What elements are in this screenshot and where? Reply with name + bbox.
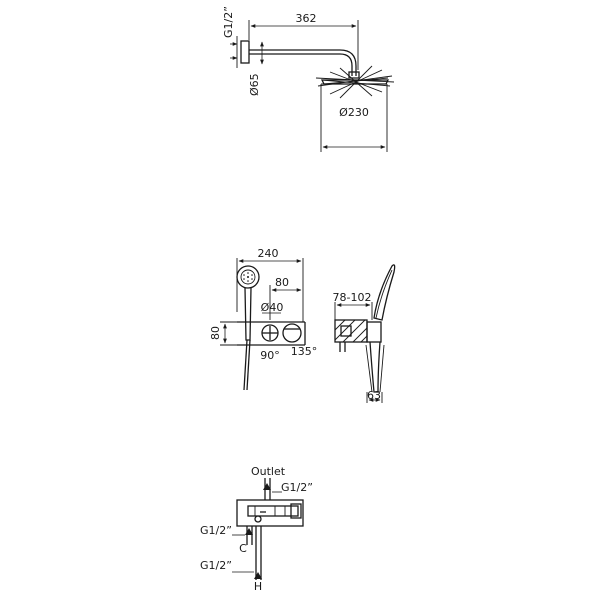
arm-length-label: 362: [296, 12, 317, 25]
mixer-side-view: 78-102 63: [333, 264, 396, 403]
hose-left: [243, 339, 248, 391]
inlet-port: [254, 515, 262, 523]
shower-arm: [249, 49, 357, 76]
mixer-front-view: 240 80 Ø40: [209, 247, 318, 391]
knob-spacing-label: 80: [275, 276, 289, 289]
hot-arrow: [254, 572, 262, 579]
depth-range-label: 78-102: [333, 291, 372, 304]
valve-cartridge: [247, 505, 299, 517]
head-diameter-label: Ø230: [339, 106, 369, 119]
side-depth-label: 63: [367, 389, 381, 402]
mixer-height-label: 80: [209, 326, 222, 340]
wall-hatch: [334, 319, 368, 343]
hand-shower-nozzles: [243, 272, 253, 282]
valve-cap: [290, 503, 302, 519]
knob-diameter-label: Ø40: [261, 301, 284, 314]
outlet-arrow: [263, 483, 271, 490]
right-knob: [282, 323, 302, 343]
cold-arrow: [245, 528, 253, 535]
head-connector: [348, 71, 360, 79]
hot-thread-label: G1/2”: [200, 559, 232, 572]
hand-shower-head: [236, 265, 260, 289]
mixer-width-label: 240: [258, 247, 279, 260]
hand-shower-profile: [373, 264, 396, 321]
wall-flange: [240, 40, 250, 64]
valve-body: [236, 499, 304, 527]
hose-side: [369, 341, 381, 393]
spray-lines: [315, 65, 395, 99]
shower-arm-inner: [249, 53, 353, 76]
connections-view: Outlet G1/2” G1/2” C G1/2” H: [200, 465, 313, 593]
hand-shower-handle: [244, 287, 252, 341]
cold-label: C: [239, 542, 247, 555]
angle-left-label: 90°: [260, 349, 280, 362]
shower-head-view: Ø230 362 G1/2” Ø65: [222, 6, 395, 152]
hose-right: [246, 339, 251, 391]
holder: [366, 321, 382, 343]
hot-label: H: [254, 580, 262, 593]
cold-thread-label: G1/2”: [200, 524, 232, 537]
flange-diameter-label: Ø65: [248, 73, 261, 96]
angle-right-label: 135°: [291, 345, 318, 358]
arm-thread-label: G1/2”: [222, 6, 235, 38]
outlet-thread-label: G1/2”: [281, 481, 313, 494]
valve-core: [340, 325, 352, 337]
outlet-label: Outlet: [251, 465, 286, 478]
